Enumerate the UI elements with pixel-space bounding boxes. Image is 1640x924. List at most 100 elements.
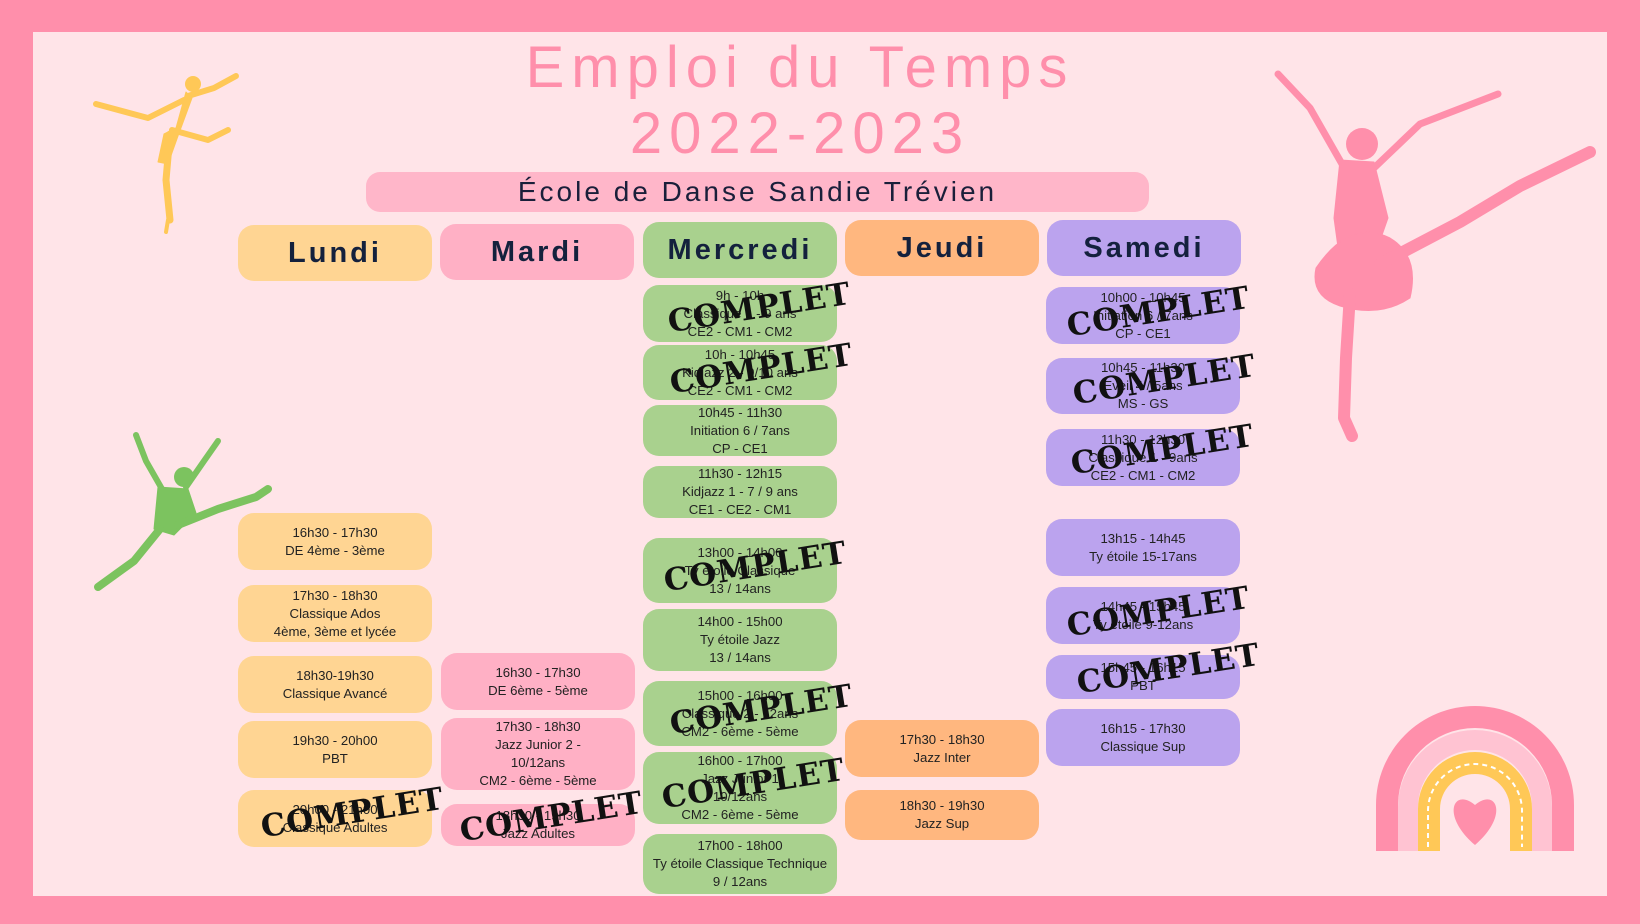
slot-time: 18h30-19h30 bbox=[296, 667, 374, 683]
slot-time: 10h - 10h45 bbox=[704, 346, 776, 362]
slot-detail: Ty étoile Classique Technique bbox=[652, 856, 828, 871]
slot-time: 13h15 - 14h45 bbox=[1100, 530, 1186, 546]
slot-samedi: 13h15 - 14h45 Ty étoile 15-17ans bbox=[1046, 519, 1240, 576]
dancer-yellow-icon bbox=[93, 73, 239, 234]
slot-detail: Initiation 6 / 7ans bbox=[1093, 307, 1193, 323]
slot-detail: CE2 - CM1 - CM2 bbox=[687, 382, 793, 398]
slot-detail: CE2 - CM1 - CM2 bbox=[1090, 467, 1196, 483]
slot-detail: 10/12ans bbox=[510, 755, 566, 770]
slot-time: 18h30 - 19h30 bbox=[899, 798, 985, 813]
slot-time: 15h45 - 16h15 bbox=[1100, 660, 1186, 675]
slot-detail: Ty étoile 15-17ans bbox=[1089, 548, 1197, 564]
slot-time: 11h30 - 12h15 bbox=[697, 466, 783, 481]
rainbow-heart-icon bbox=[1376, 706, 1574, 851]
slot-time: 16h15 - 17h30 bbox=[1100, 720, 1186, 736]
slot-detail: Jazz Junior 1 bbox=[701, 771, 779, 786]
slot-samedi: 14h45 - 15h45 Ty étoile 9-12ans bbox=[1046, 587, 1240, 644]
slot-detail: Kidjazz 2 - 9/10 ans bbox=[682, 364, 798, 380]
slot-detail: Kidjazz 1 - 7 / 9 ans bbox=[682, 484, 798, 499]
slot-detail: 10/12ans bbox=[712, 789, 768, 804]
dancer-pink-icon bbox=[1274, 70, 1596, 442]
slot-mercredi: 17h00 - 18h00 Ty étoile Classique Techniq… bbox=[643, 834, 837, 894]
slot-detail: Classique 2 - 12ans bbox=[681, 705, 799, 721]
slot-time: 19h30 - 20h00 bbox=[292, 732, 378, 748]
slot-time: 16h00 - 17h00 bbox=[697, 753, 783, 768]
slot-detail: DE 4ème - 3ème bbox=[285, 542, 385, 558]
slot-mardi: 16h30 - 17h30 DE 6ème - 5ème bbox=[441, 653, 635, 710]
slot-detail: DE 6ème - 5ème bbox=[488, 682, 588, 698]
slot-detail: Classique Adultes bbox=[282, 819, 388, 835]
slot-detail: 13 / 14ans bbox=[709, 650, 771, 665]
slot-detail: CP - CE1 bbox=[1115, 325, 1171, 341]
slot-detail: MS - GS bbox=[1117, 396, 1169, 411]
slot-detail: Initiation 6 / 7ans bbox=[690, 422, 790, 438]
slot-detail: CP - CE1 bbox=[712, 440, 768, 456]
slot-detail: CE2 - CM1 - CM2 bbox=[687, 323, 793, 339]
title-line-2: 2022-2023 bbox=[629, 101, 971, 166]
slot-detail: Classique Avancé bbox=[282, 685, 388, 701]
slot-detail: 4ème, 3ème et lycée bbox=[273, 623, 397, 639]
slot-detail: Ty étoile 9-12ans bbox=[1092, 616, 1194, 632]
slot-time: 17h30 - 18h30 bbox=[899, 731, 985, 747]
slot-time: 17h30 - 18h30 bbox=[495, 719, 581, 734]
slot-detail: Classique Ados bbox=[289, 605, 381, 621]
title-line-1: Emploi du Temps bbox=[525, 35, 1075, 100]
slot-detail: 13 / 14ans bbox=[709, 580, 771, 596]
slot-detail: Ty étoile Jazz bbox=[700, 632, 780, 647]
slot-detail: CM2 - 6ème - 5ème bbox=[681, 723, 799, 739]
slot-detail: 9 / 12ans bbox=[712, 874, 768, 889]
slot-detail: CM2 - 6ème - 5ème bbox=[479, 773, 597, 788]
slot-detail: Classique 1 - 9 ans bbox=[683, 305, 797, 321]
day-header-samedi: Samedi bbox=[1047, 220, 1241, 276]
slot-time: 10h45 - 11h30 bbox=[697, 404, 783, 420]
slot-time: 14h00 - 15h00 bbox=[697, 614, 783, 629]
slot-time: 10h45 - 11h30 bbox=[1100, 360, 1186, 375]
school-name: École de Danse Sandie Trévien bbox=[366, 172, 1149, 212]
slot-detail: CM2 - 6ème - 5ème bbox=[681, 807, 799, 822]
slot-detail: Classique 1 - 9ans bbox=[1088, 449, 1198, 465]
day-header-jeudi: Jeudi bbox=[845, 220, 1039, 276]
slot-detail: Jazz Junior 2 - bbox=[495, 737, 581, 752]
slot-time: 17h00 - 18h00 bbox=[697, 838, 783, 853]
slot-detail: Ty étoile Classique bbox=[684, 562, 796, 578]
slot-detail: Classique Sup bbox=[1100, 738, 1186, 754]
slot-time: 11h30 - 12h30 bbox=[1100, 431, 1186, 447]
slot-time: 18h30 - 19h30 bbox=[495, 808, 581, 823]
slot-detail: Jazz Inter bbox=[913, 749, 971, 765]
day-header-mercredi: Mercredi bbox=[643, 222, 837, 278]
dancer-green-icon bbox=[94, 432, 272, 591]
slot-time: 16h30 - 17h30 bbox=[495, 664, 581, 680]
slot-mercredi: 14h00 - 15h00 Ty étoile Jazz 13 / 14ans bbox=[643, 609, 837, 671]
slot-detail: Eveil 4 / 5ans bbox=[1103, 378, 1183, 393]
slot-time: 15h00 - 16h00 bbox=[697, 687, 783, 703]
slot-mercredi: 13h00 - 14h00 Ty étoile Classique 13 / 14a… bbox=[643, 538, 837, 603]
slot-time: 13h00 - 14h00 bbox=[697, 544, 783, 560]
day-header-mardi: Mardi bbox=[440, 224, 634, 280]
slot-time: 10h00 - 10h45 bbox=[1100, 289, 1186, 305]
slot-detail: Jazz Sup bbox=[914, 816, 970, 831]
slot-time: 9h - 10h bbox=[715, 287, 765, 303]
slot-detail: PBT bbox=[322, 750, 348, 766]
day-header-lundi: Lundi bbox=[238, 225, 432, 281]
slot-detail: CE1 - CE2 - CM1 bbox=[688, 502, 792, 517]
slot-detail: PBT bbox=[1130, 678, 1156, 693]
slot-time: 14h45 - 15h45 bbox=[1100, 598, 1186, 614]
slot-time: 20h00 - 21h00 bbox=[292, 801, 378, 817]
